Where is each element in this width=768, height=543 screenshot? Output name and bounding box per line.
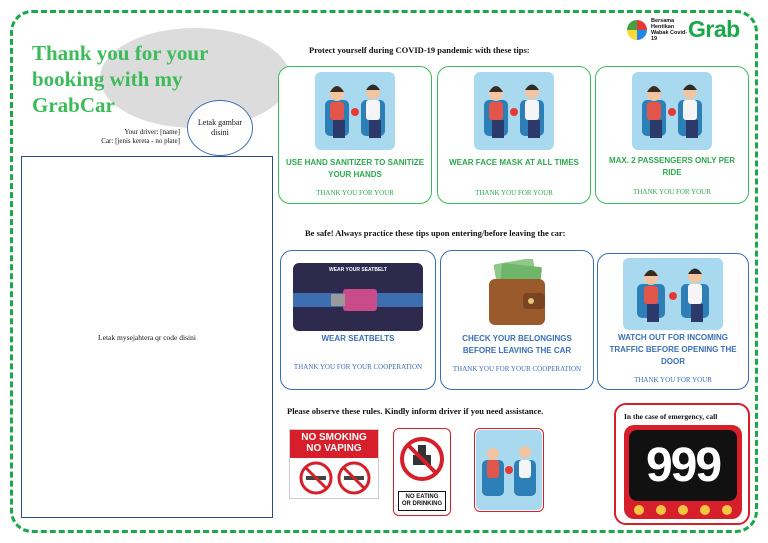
- car-info-line: Car: [jenis kereta - no plate]: [101, 137, 180, 145]
- tip-subtitle: THANK YOU FOR YOUR COOPERATION: [452, 365, 582, 373]
- emergency-panel: In the case of emergency, call 999: [614, 403, 750, 525]
- driver-info: Your driver: [name] Car: [jenis kereta -…: [60, 128, 180, 146]
- dashed-border-frame: [10, 10, 758, 533]
- agency-logo-icon: [678, 505, 688, 515]
- agency-logo-icon: [634, 505, 644, 515]
- tip-card-seatbelt: WEAR YOUR SEATBELT WEAR SEATBELTS THANK …: [280, 250, 436, 390]
- grab-logo: Grab: [688, 16, 740, 42]
- tip-title: WEAR SEATBELTS: [321, 334, 395, 343]
- tip-card-traffic: WATCH OUT FOR INCOMING TRAFFIC BEFORE OP…: [597, 253, 749, 390]
- tip-subtitle: THANK YOU FOR YOUR: [475, 189, 553, 197]
- agency-logo-icon: [700, 505, 710, 515]
- qr-code-placeholder: Letak mysejahtera qr code disini: [21, 156, 273, 518]
- campaign-logo: Bersama Hentikan Wabak Covid-19: [627, 18, 691, 42]
- no-smoking-sign: NO SMOKING NO VAPING: [289, 429, 379, 499]
- section1-heading: Protect yourself during COVID-19 pandemi…: [309, 45, 530, 55]
- campaign-mark-icon: [627, 20, 647, 40]
- tip-subtitle: THANK YOU FOR YOUR: [633, 188, 711, 196]
- passengers-illustration-icon: [632, 72, 712, 150]
- tip-title: USE HAND SANITIZER TO SANITIZE YOUR HAND…: [285, 158, 425, 179]
- tip-card-max-passengers: MAX. 2 PASSENGERS ONLY PER RIDE THANK YO…: [595, 66, 749, 204]
- agency-logo-icon: [722, 505, 732, 515]
- tip-subtitle: THANK YOU FOR YOUR COOPERATION: [293, 363, 423, 371]
- tip-subtitle: THANK YOU FOR YOUR: [634, 376, 712, 384]
- driver-photo-placeholder: Letak gambar disini: [187, 100, 253, 156]
- emergency-number-display: 999: [629, 430, 737, 501]
- seatbelt-icon: [293, 263, 423, 331]
- emergency-number: 999: [645, 439, 722, 492]
- seatbelt-image-text: WEAR YOUR SEATBELT: [328, 267, 388, 273]
- no-smoking-label: NO SMOKING NO VAPING: [290, 430, 378, 458]
- passengers-illustration-icon: [474, 72, 554, 150]
- passengers-illustration-icon: [476, 430, 542, 510]
- tip-title: CHECK YOUR BELONGINGS BEFORE LEAVING THE…: [462, 334, 572, 355]
- section2-heading: Be safe! Always practice these tips upon…: [305, 228, 566, 238]
- tip-card-face-mask: WEAR FACE MASK AT ALL TIMES THANK YOU FO…: [437, 66, 591, 204]
- agency-logo-icon: [656, 505, 666, 515]
- no-smoking-icon: [299, 461, 371, 495]
- no-eating-label: NO EATING OR DRINKING: [398, 491, 446, 511]
- driver-name-line: Your driver: [name]: [124, 128, 180, 136]
- tip-title: WEAR FACE MASK AT ALL TIMES: [449, 158, 579, 167]
- tip-card-sanitizer: USE HAND SANITIZER TO SANITIZE YOUR HAND…: [278, 66, 432, 204]
- tip-subtitle: THANK YOU FOR YOUR: [316, 189, 394, 197]
- emergency-number-box: 999: [624, 425, 742, 519]
- campaign-text: Bersama Hentikan Wabak Covid-19: [651, 18, 688, 42]
- passengers-illustration-icon: [623, 258, 723, 330]
- emergency-label: In the case of emergency, call: [624, 412, 718, 421]
- tip-card-belongings: CHECK YOUR BELONGINGS BEFORE LEAVING THE…: [440, 250, 594, 390]
- page-title: Thank you for your booking with my GrabC…: [32, 41, 209, 117]
- no-eating-sign: NO EATING OR DRINKING: [393, 428, 451, 516]
- wallet-icon: [489, 259, 545, 325]
- section3-heading: Please observe these rules. Kindly infor…: [287, 406, 544, 416]
- no-eating-icon: [400, 437, 444, 481]
- tip-title: WATCH OUT FOR INCOMING TRAFFIC BEFORE OP…: [609, 333, 737, 366]
- tip-title: MAX. 2 PASSENGERS ONLY PER RIDE: [608, 156, 736, 177]
- seating-rule-card: [474, 428, 544, 512]
- passengers-illustration-icon: [315, 72, 395, 150]
- agency-logos: [634, 505, 732, 515]
- qr-placeholder-label: Letak mysejahtera qr code disini: [98, 332, 196, 342]
